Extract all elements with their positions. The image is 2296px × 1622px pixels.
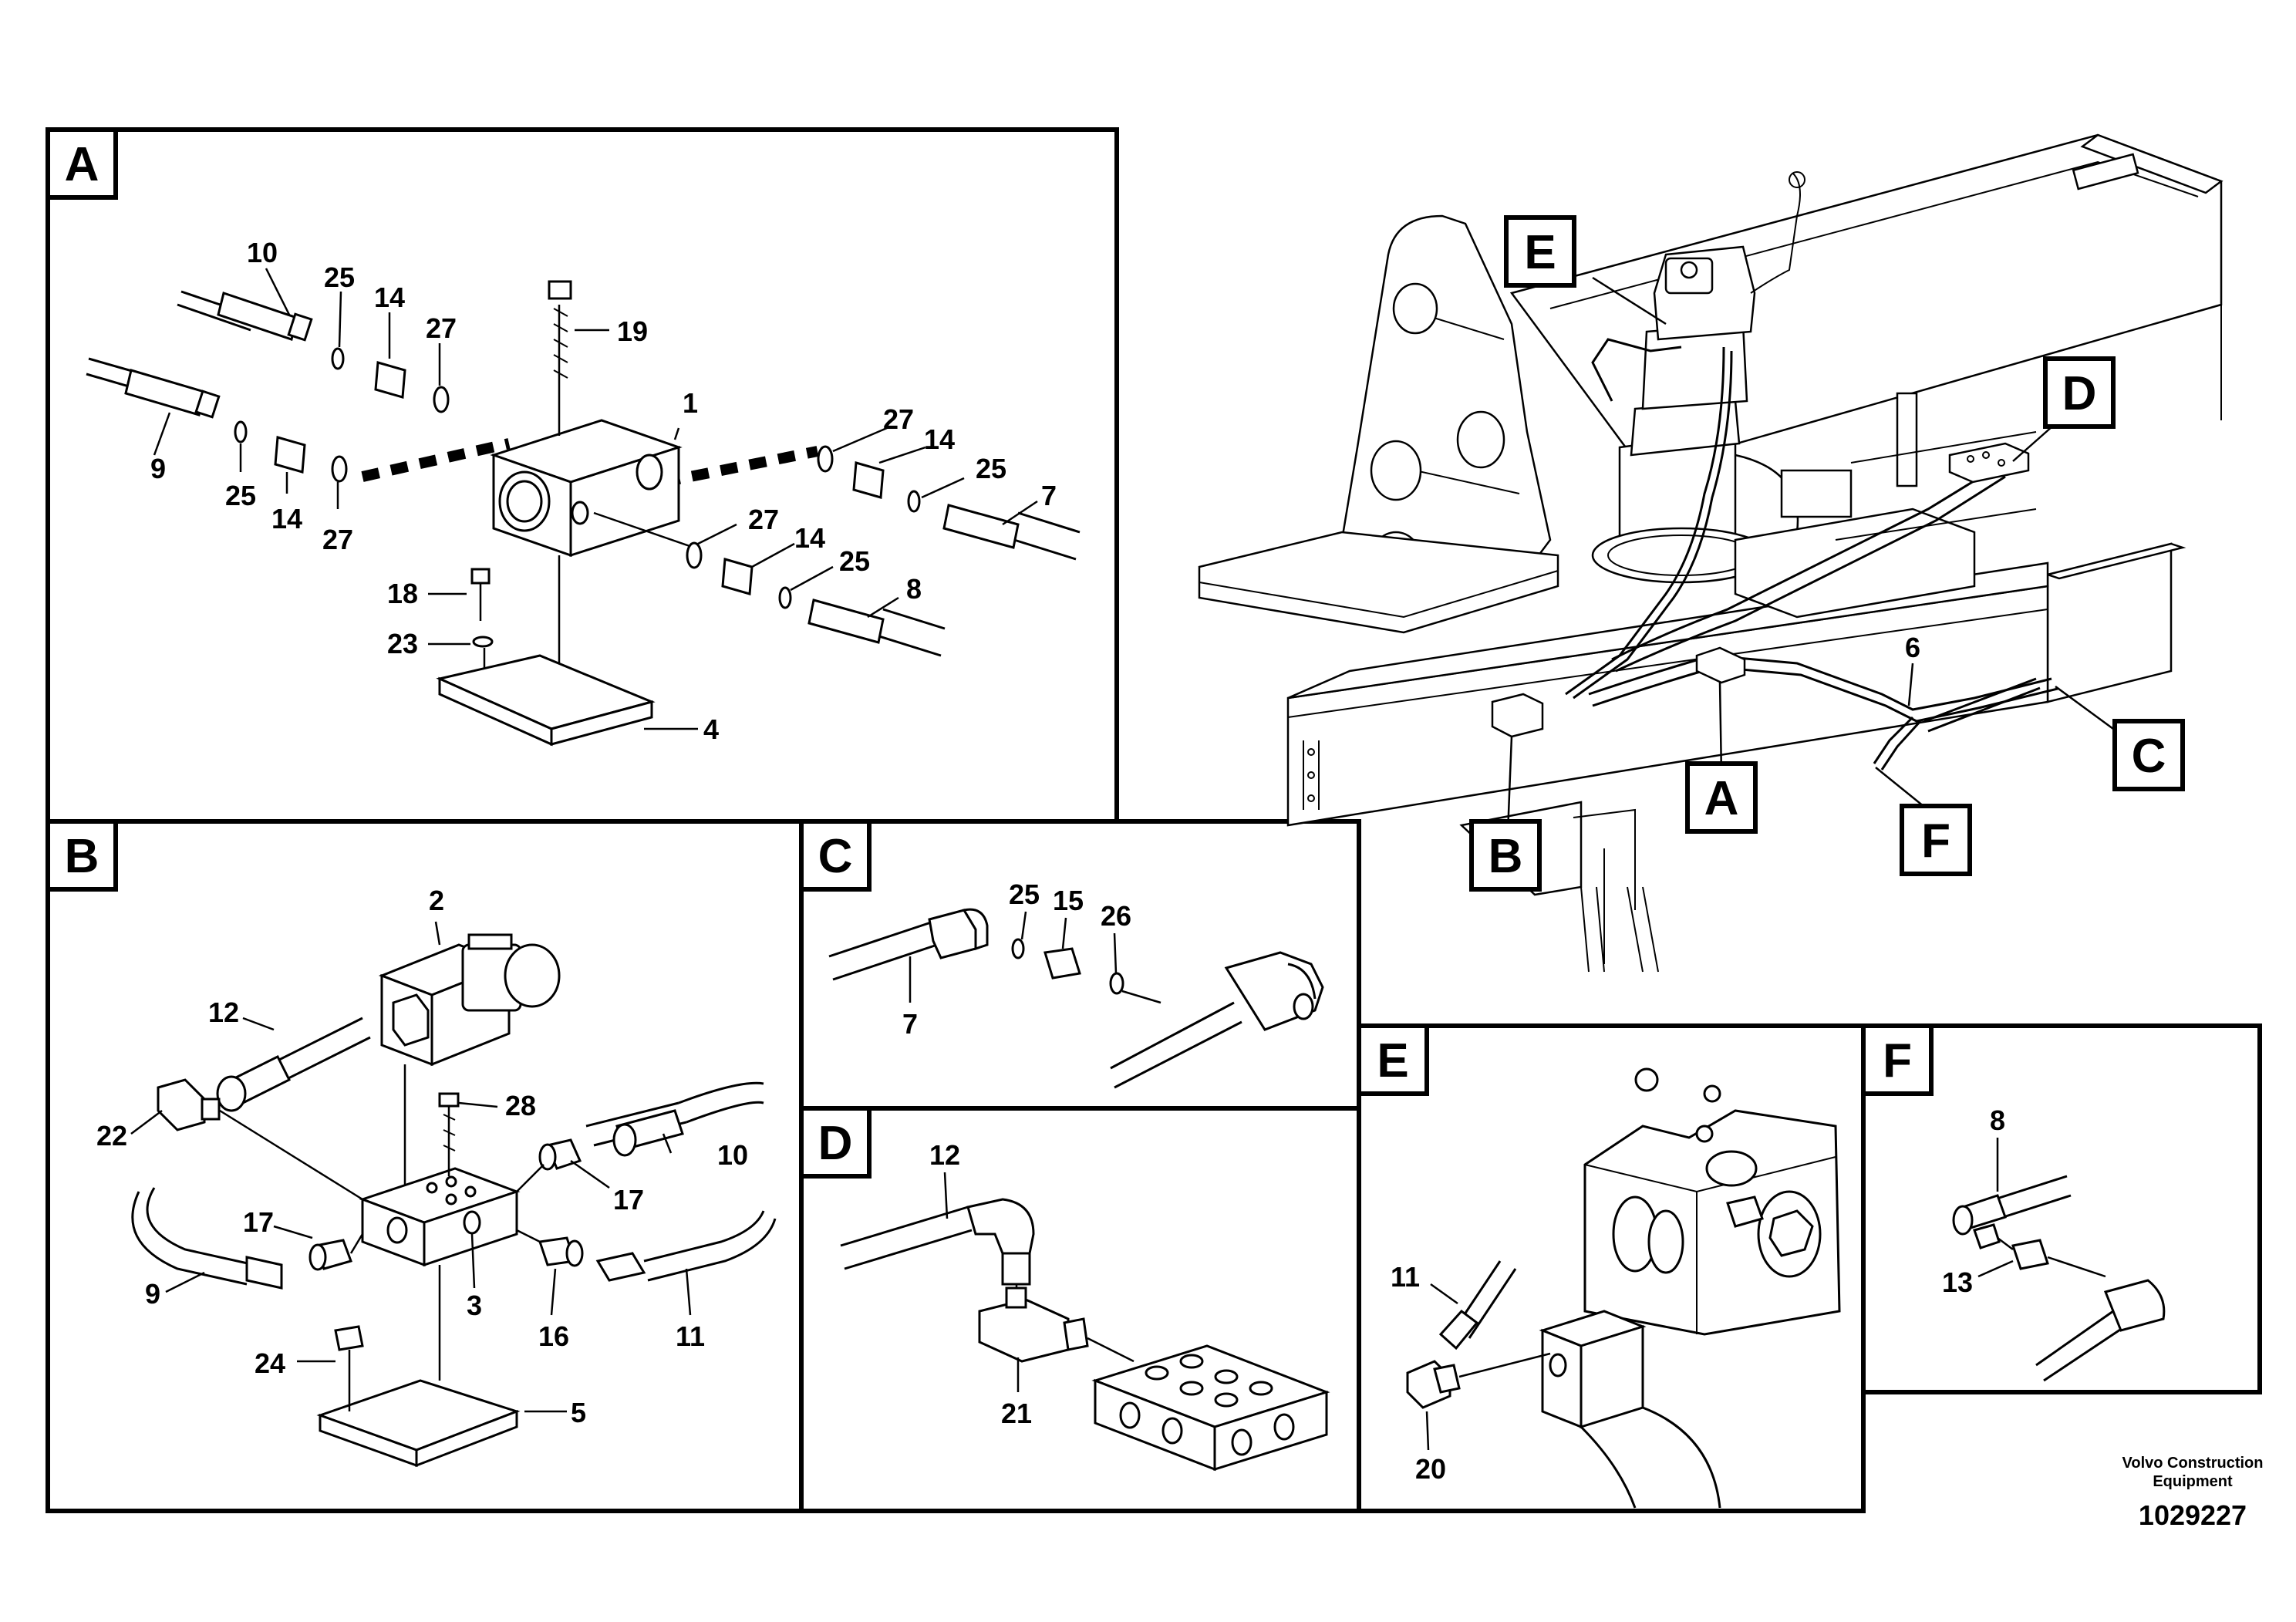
overview-drawing bbox=[1198, 133, 2224, 973]
overview-callout-d: D bbox=[2043, 356, 2116, 429]
label-b-11: 11 bbox=[676, 1320, 705, 1352]
overview-callout-f-text: F bbox=[1921, 814, 1950, 868]
overview-callout-d-text: D bbox=[2062, 367, 2097, 420]
panel-e-drawing bbox=[1406, 1067, 1841, 1509]
label-a-14-lower: 14 bbox=[271, 503, 302, 534]
label-b-5: 5 bbox=[571, 1397, 586, 1428]
overview-callout-e-text: E bbox=[1524, 226, 1556, 279]
label-c-26: 26 bbox=[1101, 900, 1131, 932]
label-e-20: 20 bbox=[1415, 1453, 1446, 1485]
label-b-17-right: 17 bbox=[613, 1184, 644, 1216]
overview-callout-e: E bbox=[1504, 215, 1576, 288]
overview-callout-b-text: B bbox=[1489, 830, 1523, 883]
label-b-12: 12 bbox=[208, 996, 239, 1028]
label-c-15: 15 bbox=[1053, 885, 1084, 916]
label-a-27-bottom: 27 bbox=[748, 504, 779, 535]
brand-line-2: Equipment bbox=[2153, 1473, 2233, 1490]
label-a-14-bottom: 14 bbox=[794, 522, 825, 554]
label-f-8: 8 bbox=[1990, 1104, 2005, 1136]
label-a-25-bottom: 25 bbox=[839, 545, 870, 577]
label-a-23: 23 bbox=[387, 628, 418, 659]
label-b-17-left: 17 bbox=[243, 1206, 274, 1238]
label-a-18: 18 bbox=[387, 578, 418, 609]
panel-f-drawing bbox=[1952, 1138, 2166, 1382]
panel-d-drawing bbox=[840, 1172, 1330, 1472]
label-b-24: 24 bbox=[255, 1347, 285, 1379]
label-a-25-lower: 25 bbox=[225, 480, 256, 511]
panel-a-tag: A bbox=[46, 127, 118, 200]
label-d-12: 12 bbox=[929, 1139, 960, 1171]
panel-c-tag: C bbox=[799, 819, 872, 892]
panel-e-tag-text: E bbox=[1377, 1034, 1408, 1088]
label-b-9: 9 bbox=[145, 1278, 160, 1310]
label-c-7: 7 bbox=[902, 1008, 918, 1040]
label-f-13: 13 bbox=[1942, 1266, 1973, 1298]
overview-callout-b: B bbox=[1469, 819, 1542, 892]
panel-b-tag-text: B bbox=[65, 830, 99, 883]
overview-callout-a-text: A bbox=[1704, 772, 1739, 825]
overview-callout-a: A bbox=[1685, 761, 1758, 834]
label-a-1: 1 bbox=[683, 387, 698, 419]
brand-line-1: Volvo Construction bbox=[2122, 1455, 2264, 1472]
panel-e-tag: E bbox=[1357, 1023, 1429, 1096]
panel-f-tag: F bbox=[1861, 1023, 1934, 1096]
panel-c-tag-text: C bbox=[818, 830, 853, 883]
label-a-25-upper: 25 bbox=[324, 261, 355, 293]
label-a-10: 10 bbox=[247, 237, 278, 268]
label-a-27-right: 27 bbox=[883, 403, 914, 435]
panel-a-drawing bbox=[86, 268, 1081, 747]
overview-callout-c: C bbox=[2112, 719, 2185, 791]
panel-b-tag: B bbox=[46, 819, 118, 892]
label-e-11: 11 bbox=[1391, 1261, 1420, 1293]
overview-callout-c-text: C bbox=[2132, 730, 2166, 783]
panel-d-tag: D bbox=[799, 1106, 872, 1179]
label-b-28: 28 bbox=[505, 1090, 536, 1121]
label-b-16: 16 bbox=[538, 1320, 569, 1352]
drawing-number: 1029227 bbox=[2139, 1499, 2247, 1531]
label-a-19: 19 bbox=[617, 315, 648, 347]
label-b-2: 2 bbox=[429, 885, 444, 916]
panel-f-frame bbox=[1861, 1023, 2262, 1394]
label-b-3: 3 bbox=[467, 1290, 482, 1321]
panel-a-tag-text: A bbox=[65, 138, 99, 191]
label-a-25-right: 25 bbox=[976, 453, 1006, 484]
label-a-27-lower: 27 bbox=[322, 524, 353, 555]
label-a-27-upper: 27 bbox=[426, 312, 457, 344]
overview-callout-f: F bbox=[1900, 804, 1972, 876]
label-a-14-upper: 14 bbox=[374, 282, 405, 313]
label-a-14-right: 14 bbox=[924, 423, 955, 455]
label-d-21: 21 bbox=[1001, 1398, 1032, 1429]
label-a-7: 7 bbox=[1041, 480, 1057, 511]
overview-part-6: 6 bbox=[1905, 632, 1920, 663]
panel-b-drawing bbox=[130, 921, 777, 1468]
label-a-8: 8 bbox=[906, 573, 922, 605]
label-b-22: 22 bbox=[96, 1120, 127, 1152]
panel-c-drawing bbox=[828, 908, 1324, 1089]
label-b-10: 10 bbox=[717, 1139, 748, 1171]
label-c-25: 25 bbox=[1009, 878, 1040, 910]
label-a-4: 4 bbox=[703, 713, 719, 745]
label-a-9: 9 bbox=[150, 453, 166, 484]
panel-f-tag-text: F bbox=[1883, 1034, 1912, 1088]
panel-d-tag-text: D bbox=[818, 1117, 853, 1170]
